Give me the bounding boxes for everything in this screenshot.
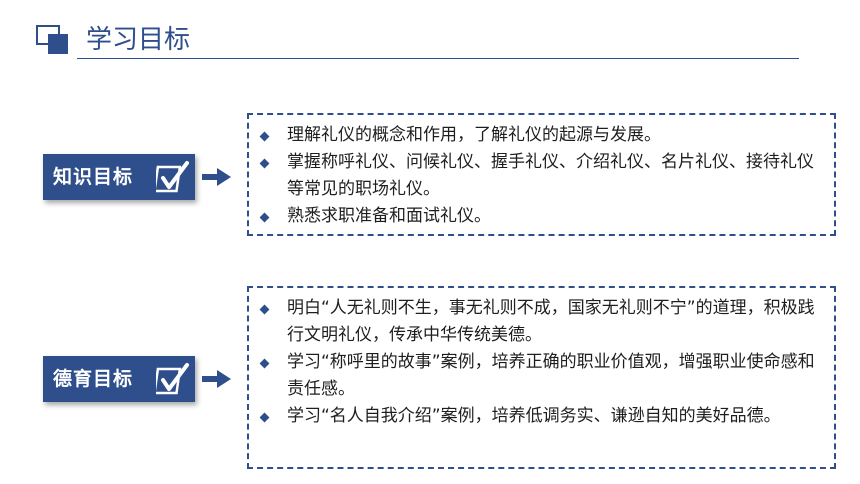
diamond-bullet-icon xyxy=(259,131,270,142)
list-item: 掌握称呼礼仪、问候礼仪、握手礼仪、介绍礼仪、名片礼仪、接待礼仪等常见的职场礼仪。 xyxy=(257,149,828,203)
moral-goal-label: 德育目标 xyxy=(43,356,195,402)
goal-label-text: 知识目标 xyxy=(53,166,134,188)
goal-label-text: 德育目标 xyxy=(53,368,134,390)
knowledge-goal-box: 理解礼仪的概念和作用，了解礼仪的起源与发展。 掌握称呼礼仪、问候礼仪、握手礼仪、… xyxy=(247,113,836,236)
title-underline xyxy=(77,58,799,59)
list-item: 学习“名人自我介绍”案例，培养低调务实、谦逊自知的美好品德。 xyxy=(257,403,828,430)
diamond-bullet-icon xyxy=(259,212,270,223)
arrow-right-icon xyxy=(202,370,231,388)
diamond-bullet-icon xyxy=(259,358,270,369)
list-item: 理解礼仪的概念和作用，了解礼仪的起源与发展。 xyxy=(257,122,828,149)
checkbox-tick-icon xyxy=(156,363,189,395)
list-item: 熟悉求职准备和面试礼仪。 xyxy=(257,203,828,230)
knowledge-goal-label: 知识目标 xyxy=(43,154,195,200)
arrow-right-icon xyxy=(202,168,231,186)
diamond-bullet-icon xyxy=(259,158,270,169)
list-item: 明白“人无礼则不生，事无礼则不成，国家无礼则不宁”的道理，积极践行文明礼仪，传承… xyxy=(257,295,828,349)
diamond-bullet-icon xyxy=(259,304,270,315)
checkbox-tick-icon xyxy=(156,161,189,193)
header-icon xyxy=(36,25,76,55)
list-item: 学习“称呼里的故事”案例，培养正确的职业价值观，增强职业使命感和责任感。 xyxy=(257,349,828,403)
diamond-bullet-icon xyxy=(259,412,270,423)
page-title: 学习目标 xyxy=(86,25,191,55)
moral-goal-box: 明白“人无礼则不生，事无礼则不成，国家无礼则不宁”的道理，积极践行文明礼仪，传承… xyxy=(247,286,836,469)
